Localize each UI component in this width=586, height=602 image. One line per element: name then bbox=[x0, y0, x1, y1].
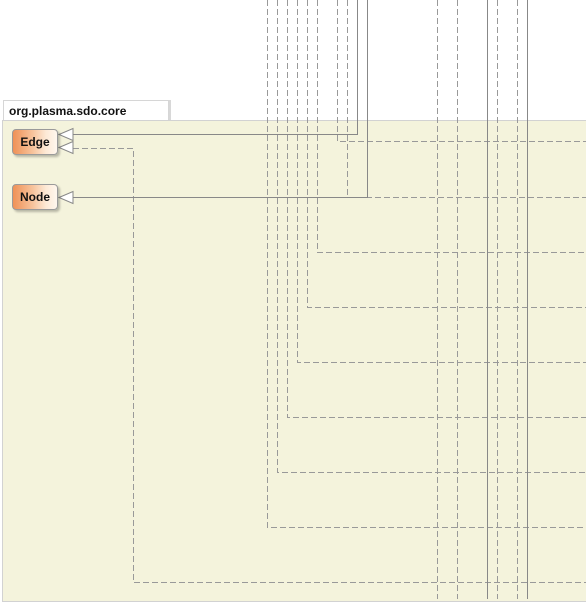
class-node[interactable]: Node bbox=[12, 184, 58, 210]
class-edge[interactable]: Edge bbox=[12, 129, 58, 155]
package-title: org.plasma.sdo.core bbox=[9, 104, 126, 118]
package-tab: org.plasma.sdo.core bbox=[3, 100, 169, 120]
package-body bbox=[2, 120, 586, 602]
